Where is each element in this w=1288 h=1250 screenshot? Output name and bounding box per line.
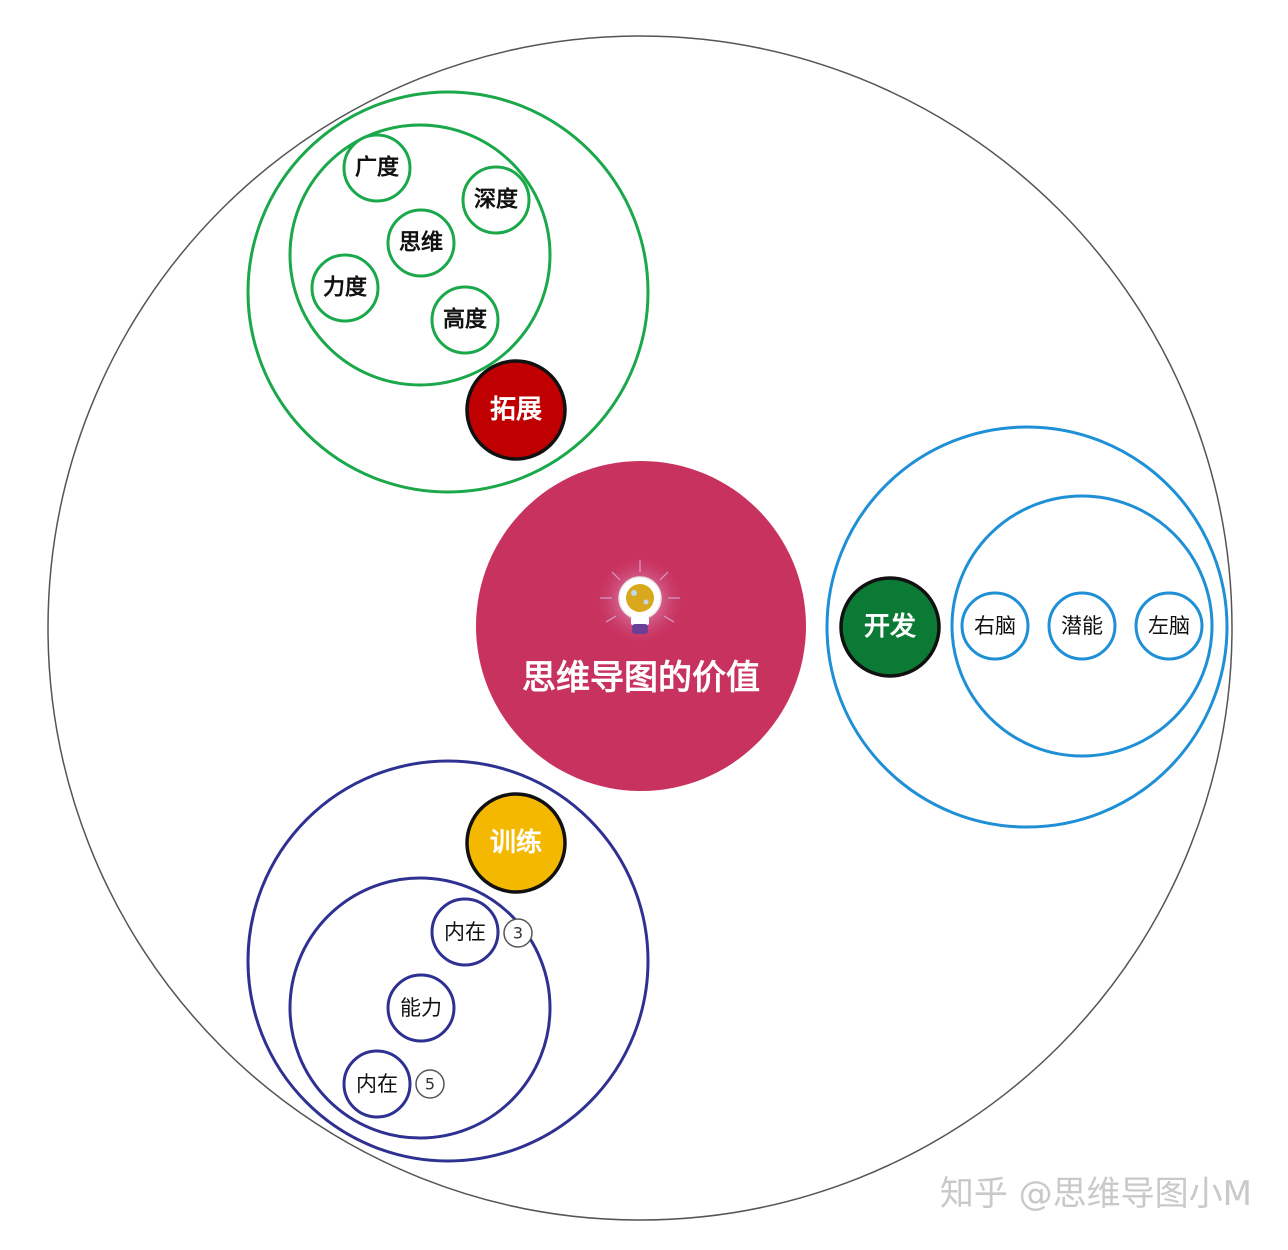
lightbulb-icon (594, 554, 686, 646)
outer-boundary-circle (47, 35, 1233, 1221)
develop-branch-node[interactable]: 开发 (839, 576, 941, 678)
expand-item-height[interactable]: 高度 (430, 285, 500, 355)
train-item-ability[interactable]: 能力 (386, 973, 456, 1043)
develop-item-right-brain[interactable]: 右脑 (960, 591, 1030, 661)
train-outer-ring (246, 759, 650, 1163)
expand-item-breadth[interactable]: 广度 (342, 133, 412, 203)
develop-item-potential[interactable]: 潜能 (1047, 591, 1117, 661)
train-item-label: 内在 (444, 920, 486, 944)
develop-item-left-brain[interactable]: 左脑 (1134, 591, 1204, 661)
count-badge-value: 3 (513, 924, 523, 943)
develop-item-label: 潜能 (1061, 614, 1103, 638)
branch-develop: 右脑 潜能 左脑 开发 (825, 425, 1229, 829)
central-topic[interactable]: 思维导图的价值 (476, 461, 806, 791)
expand-inner-ring (288, 123, 552, 387)
expand-item-thinking[interactable]: 思维 (386, 208, 456, 278)
develop-inner-ring (950, 494, 1214, 758)
develop-item-label: 左脑 (1148, 614, 1190, 638)
expand-branch-node[interactable]: 拓展 (465, 359, 567, 461)
branch-expand: 广度 深度 思维 力度 高度 拓展 (246, 90, 650, 494)
develop-outer-ring (825, 425, 1229, 829)
train-inner-ring (288, 876, 552, 1140)
branch-train: 内在 3 能力 内在 5 训练 (246, 759, 650, 1163)
central-topic-title: 思维导图的价值 (522, 658, 760, 698)
train-item-inner-2[interactable]: 内在 (342, 1049, 412, 1119)
expand-outer-ring (246, 90, 650, 494)
count-badge: 5 (415, 1069, 445, 1099)
train-branch-label: 训练 (490, 827, 542, 858)
train-item-label: 能力 (400, 996, 442, 1020)
expand-branch-label: 拓展 (490, 395, 542, 425)
expand-item-depth[interactable]: 深度 (461, 165, 531, 235)
expand-item-label: 思维 (399, 230, 443, 256)
expand-item-label: 高度 (443, 307, 488, 333)
train-item-label: 内在 (356, 1072, 398, 1096)
train-item-inner-1[interactable]: 内在 (430, 897, 500, 967)
watermark-text: 知乎 @思维导图小M (940, 1174, 1252, 1214)
expand-item-label: 广度 (355, 155, 400, 181)
count-badge-value: 5 (425, 1075, 435, 1094)
expand-item-label: 力度 (323, 275, 368, 301)
train-branch-node[interactable]: 训练 (465, 792, 567, 894)
develop-branch-label: 开发 (864, 611, 916, 642)
expand-item-strength[interactable]: 力度 (310, 253, 380, 323)
expand-item-label: 深度 (474, 187, 519, 213)
develop-item-label: 右脑 (974, 614, 1016, 638)
count-badge: 3 (503, 918, 533, 948)
